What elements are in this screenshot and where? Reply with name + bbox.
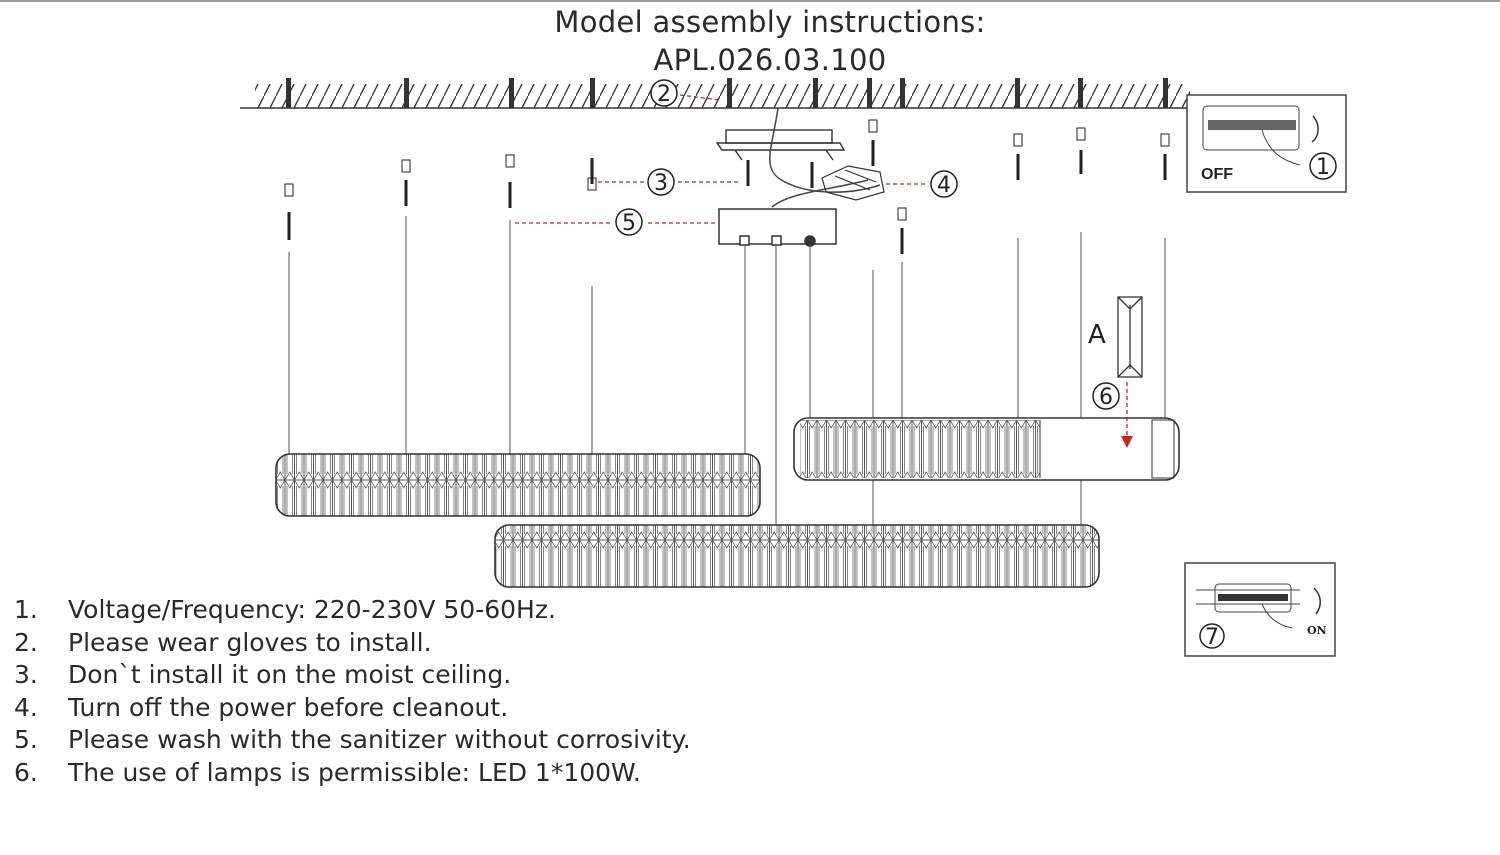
note-item: 2.Please wear gloves to install. bbox=[14, 627, 432, 657]
driver-box bbox=[718, 208, 837, 247]
switch-off-panel: OFF 1 bbox=[1186, 94, 1347, 193]
anchor-icon bbox=[727, 78, 732, 108]
terminal-block-icon bbox=[821, 165, 885, 201]
ceiling bbox=[240, 84, 1190, 109]
screw-icon bbox=[587, 158, 597, 191]
crystal-part-a bbox=[1117, 296, 1143, 378]
part-a-label: A bbox=[1088, 320, 1106, 350]
anchor-icon bbox=[867, 78, 872, 108]
screw-icon bbox=[1160, 133, 1170, 180]
crystal-bar-right bbox=[793, 417, 1180, 481]
on-label: ON bbox=[1307, 624, 1327, 637]
note-item: 6.The use of lamps is permissible: LED 1… bbox=[14, 757, 641, 787]
screw-icon bbox=[1076, 127, 1086, 174]
svg-text:3: 3 bbox=[654, 171, 668, 196]
callout-5: 5 bbox=[615, 208, 643, 236]
anchor-icon bbox=[286, 78, 291, 108]
anchor-icon bbox=[404, 78, 409, 108]
svg-text:2: 2 bbox=[657, 82, 671, 107]
anchor-icon bbox=[813, 78, 818, 108]
diagram-title: Model assembly instructions: bbox=[554, 5, 986, 39]
switch-on-panel: ON 7 bbox=[1184, 562, 1336, 657]
ceiling-anchors bbox=[286, 78, 1168, 108]
callout-3: 3 bbox=[647, 168, 675, 196]
off-label: OFF bbox=[1201, 166, 1233, 183]
anchor-icon bbox=[509, 78, 514, 108]
note-item: 3.Don`t install it on the moist ceiling. bbox=[14, 660, 512, 690]
svg-text:4: 4 bbox=[937, 173, 951, 198]
crystal-bar-left bbox=[275, 453, 761, 517]
anchor-icon bbox=[1163, 78, 1168, 108]
installation-notes: 1.Voltage/Frequency: 220-230V 50-60Hz. 2… bbox=[14, 594, 691, 790]
top-border bbox=[0, 0, 1500, 2]
anchor-icon bbox=[590, 78, 595, 108]
svg-text:5: 5 bbox=[622, 211, 636, 236]
screw-icon bbox=[505, 154, 515, 208]
callout-6: 6 bbox=[1092, 382, 1120, 410]
note-item: 4.Turn off the power before cleanout. bbox=[14, 692, 509, 722]
note-item: 5.Please wash with the sanitizer without… bbox=[14, 725, 691, 755]
screw-icon bbox=[284, 183, 294, 240]
crystal-bar-bottom bbox=[494, 524, 1100, 588]
arrow-down-icon bbox=[1121, 436, 1133, 448]
callout-2: 2 bbox=[650, 79, 678, 107]
svg-text:1: 1 bbox=[1316, 155, 1330, 180]
screw-icon bbox=[897, 207, 907, 254]
callout-4: 4 bbox=[930, 170, 958, 198]
screw-icon bbox=[868, 119, 878, 166]
screw-icon bbox=[1013, 133, 1023, 180]
svg-text:6: 6 bbox=[1099, 385, 1113, 410]
anchor-icon bbox=[900, 78, 905, 108]
note-item: 1.Voltage/Frequency: 220-230V 50-60Hz. bbox=[14, 595, 556, 624]
power-cable bbox=[769, 107, 881, 193]
screw-icon bbox=[401, 159, 411, 206]
svg-text:7: 7 bbox=[1205, 625, 1219, 650]
mounting-bracket bbox=[715, 129, 846, 161]
anchor-icon bbox=[1015, 78, 1020, 108]
anchor-icon bbox=[1078, 78, 1083, 108]
leader-lines bbox=[515, 94, 1128, 436]
screws bbox=[284, 119, 1170, 254]
model-number: APL.026.03.100 bbox=[653, 43, 887, 77]
